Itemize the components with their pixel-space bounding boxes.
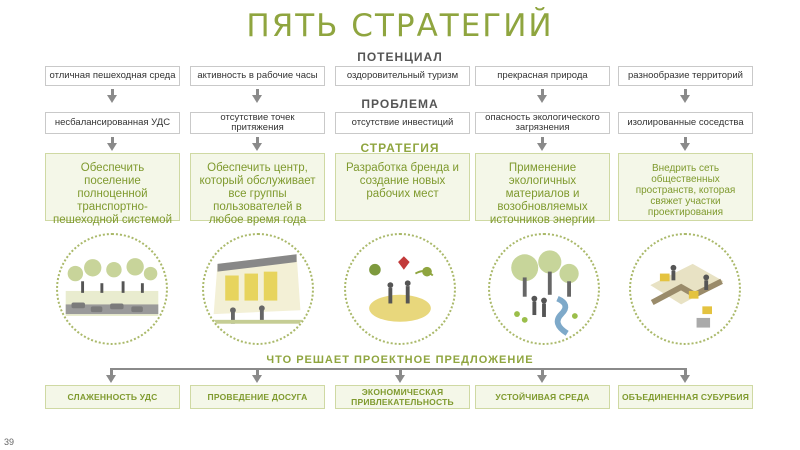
result-box-2: ПРОВЕДЕНИЕ ДОСУГА (190, 385, 325, 409)
page-number: 39 (4, 437, 15, 447)
down-arrow-icon (680, 95, 690, 103)
down-arrow-icon (395, 375, 405, 383)
section-label-solves: ЧТО РЕШАЕТ ПРОЕКТНОЕ ПРЕДЛОЖЕНИЕ (266, 354, 534, 366)
arrow-stem (541, 368, 544, 375)
down-arrow-icon (537, 143, 547, 151)
eco-nature-illustration (488, 233, 600, 345)
section-label-problem: ПРОБЛЕМА (361, 97, 439, 111)
potential-box-1: отличная пешеходная среда (45, 66, 180, 86)
potential-box-2: активность в рабочие часы (190, 66, 325, 86)
strategy-box-5: Внедрить сеть общественных пространств, … (618, 153, 753, 221)
arrow-stem (541, 137, 544, 143)
problem-box-1: несбалансированная УДС (45, 112, 180, 134)
strategy-box-3: Разработка бренда и создание новых рабоч… (335, 153, 470, 221)
down-arrow-icon (106, 375, 116, 383)
public-space-network-illustration (629, 233, 741, 345)
arrow-stem (256, 89, 259, 95)
arrow-stem (541, 89, 544, 95)
down-arrow-icon (252, 375, 262, 383)
down-arrow-icon (680, 375, 690, 383)
arrow-stem (111, 137, 114, 143)
result-box-3: ЭКОНОМИЧЕСКАЯ ПРИВЛЕКАТЕЛЬНОСТЬ (335, 385, 470, 409)
section-label-strategy: СТРАТЕГИЯ (360, 141, 440, 155)
problem-box-3: отсутствие инвестиций (335, 112, 470, 134)
problem-box-5: изолированные соседства (618, 112, 753, 134)
street-traffic-illustration (56, 233, 168, 345)
arrow-stem (256, 368, 259, 375)
arrow-stem (684, 89, 687, 95)
arrow-stem (399, 368, 402, 375)
down-arrow-icon (537, 375, 547, 383)
potential-box-5: разнообразие территорий (618, 66, 753, 86)
strategy-box-1: Обеспечить поселение полноценной транспо… (45, 153, 180, 226)
down-arrow-icon (107, 143, 117, 151)
potential-box-4: прекрасная природа (475, 66, 610, 86)
result-box-1: СЛАЖЕННОСТЬ УДС (45, 385, 180, 409)
result-box-5: ОБЪЕДИНЕННАЯ СУБУРБИЯ (618, 385, 753, 409)
result-box-4: УСТОЙЧИВАЯ СРЕДА (475, 385, 610, 409)
strategy-box-2: Обеспечить центр, который обслуживает вс… (190, 153, 325, 226)
arrow-stem (684, 368, 687, 375)
arrow-stem (111, 89, 114, 95)
down-arrow-icon (107, 95, 117, 103)
down-arrow-icon (680, 143, 690, 151)
down-arrow-icon (252, 95, 262, 103)
down-arrow-icon (537, 95, 547, 103)
page-title: ПЯТЬ СТРАТЕГИЙ (246, 8, 554, 44)
arrow-stem (110, 368, 113, 375)
strategy-box-4: Применение экологичных материалов и возо… (475, 153, 610, 226)
commercial-center-illustration (202, 233, 314, 345)
potential-box-3: оздоровительный туризм (335, 66, 470, 86)
brand-jobs-illustration (344, 233, 456, 345)
connector-line (111, 368, 686, 370)
arrow-stem (256, 137, 259, 143)
problem-box-2: отсутствие точек притяжения (190, 112, 325, 134)
problem-box-4: опасность экологического загрязнения (475, 112, 610, 134)
arrow-stem (684, 137, 687, 143)
down-arrow-icon (252, 143, 262, 151)
section-label-potential: ПОТЕНЦИАЛ (357, 50, 443, 64)
